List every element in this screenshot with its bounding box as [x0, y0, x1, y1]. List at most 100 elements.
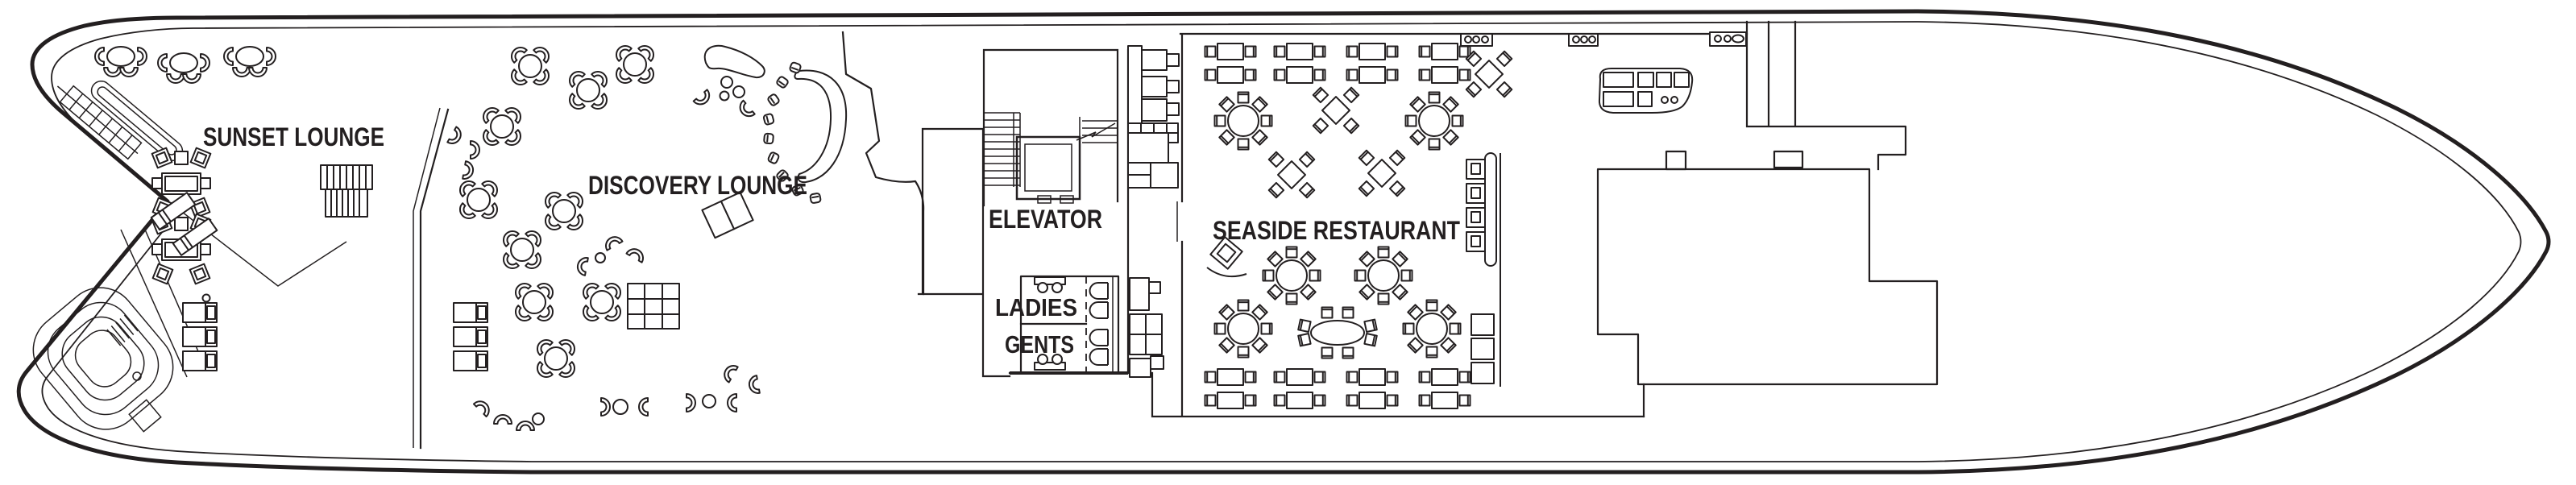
- lounge-wall-inner: [413, 107, 441, 448]
- clover: [512, 280, 556, 324]
- diamondX: [1313, 88, 1359, 134]
- room-labels: SUNSET LOUNGE DISCOVERY LOUNGE ELEVATOR …: [203, 122, 1460, 359]
- clover: [456, 177, 500, 222]
- deck-table: [201, 293, 211, 303]
- table4h: [1347, 44, 1398, 60]
- side-table: [732, 85, 745, 98]
- stool: [774, 75, 790, 89]
- funnel-casing: [841, 31, 925, 296]
- loungerH: [453, 350, 488, 371]
- hull: [16, 9, 2551, 475]
- side-table: [595, 252, 606, 263]
- stern-gangway: [56, 85, 143, 160]
- side-table: [612, 399, 628, 415]
- loungerH: [182, 326, 218, 347]
- sink-counter: [1034, 276, 1066, 285]
- sink: [1037, 282, 1048, 293]
- label-seaside-restaurant: SEASIDE RESTAURANT: [1213, 216, 1460, 245]
- galley-vestibule: [1665, 150, 1687, 171]
- table4h: [1420, 369, 1471, 385]
- clover: [612, 42, 657, 86]
- chairF: [446, 126, 465, 148]
- promenade-outline: [41, 21, 2522, 462]
- clover: [479, 104, 524, 148]
- chairF: [638, 397, 649, 417]
- waiter-stations-aft: [1129, 277, 1164, 378]
- chairF: [493, 414, 512, 425]
- clover: [500, 227, 544, 272]
- galley-corridor: [1745, 20, 1907, 171]
- stool: [766, 151, 781, 165]
- twin-sofa: [701, 191, 754, 239]
- sunset-staircase: [320, 164, 373, 218]
- sink: [1052, 282, 1063, 293]
- topcluster: [95, 47, 147, 77]
- round8: [1263, 247, 1321, 305]
- label-gents: GENTS: [1005, 330, 1074, 359]
- stool: [762, 112, 775, 126]
- buffet-line: [1466, 152, 1501, 387]
- chairF: [516, 421, 535, 431]
- chairF: [686, 393, 696, 412]
- serving-table: [1460, 33, 1493, 47]
- chairF: [736, 99, 756, 121]
- table4h: [1347, 369, 1398, 385]
- side-table: [702, 394, 716, 408]
- chairF: [692, 89, 714, 109]
- diamondX: [1359, 151, 1405, 197]
- stool: [788, 60, 803, 75]
- waiter-stations-forward: [1127, 45, 1180, 189]
- label-elevator: ELEVATOR: [989, 205, 1102, 234]
- chairF: [470, 140, 480, 160]
- table4h: [1205, 67, 1256, 83]
- table4h: [1275, 392, 1325, 408]
- stall: [1089, 329, 1109, 346]
- chairF: [625, 245, 648, 263]
- chairF: [747, 375, 761, 396]
- chairF: [601, 233, 624, 251]
- clover: [566, 68, 610, 112]
- buffet-island: [1598, 68, 1694, 114]
- hull-outline: [16, 9, 2551, 475]
- chairF: [600, 397, 611, 417]
- table4h: [1420, 67, 1471, 83]
- lounge-bar: [794, 69, 848, 184]
- stern-stair-rings: [32, 287, 174, 433]
- main-staircase: [984, 112, 1021, 187]
- stern-deck: [32, 80, 347, 433]
- table4h: [1420, 44, 1471, 60]
- topcluster: [158, 53, 209, 83]
- chairF: [575, 255, 589, 276]
- elevator-stairs: [984, 112, 1118, 204]
- table4h: [1275, 44, 1325, 60]
- stool: [809, 192, 822, 205]
- chairF: [462, 160, 475, 181]
- diamondX: [1269, 152, 1315, 198]
- clover: [533, 336, 578, 380]
- stern-wall: [120, 229, 188, 378]
- sink: [1052, 354, 1063, 365]
- table4h: [1347, 392, 1398, 408]
- galley-recess: [1773, 150, 1804, 169]
- stall: [1089, 301, 1109, 319]
- table4h: [1275, 67, 1325, 83]
- round8: [1404, 301, 1461, 358]
- stall: [1089, 348, 1109, 366]
- elevator-car: [1015, 135, 1081, 204]
- table4h: [1205, 392, 1256, 408]
- stern-windbreak: [90, 80, 184, 162]
- table4h: [1205, 44, 1256, 60]
- round8: [1215, 93, 1272, 150]
- side-stair: [1076, 117, 1118, 147]
- table4h: [1275, 369, 1325, 385]
- chairF: [472, 396, 494, 418]
- fixtures: [201, 31, 1747, 387]
- sink: [1037, 354, 1048, 365]
- sink-counter: [1034, 362, 1066, 371]
- serving-table: [1709, 31, 1747, 47]
- diamondX: [1466, 52, 1512, 97]
- round8: [1406, 93, 1463, 150]
- round8: [1215, 301, 1272, 358]
- table4h: [1347, 67, 1398, 83]
